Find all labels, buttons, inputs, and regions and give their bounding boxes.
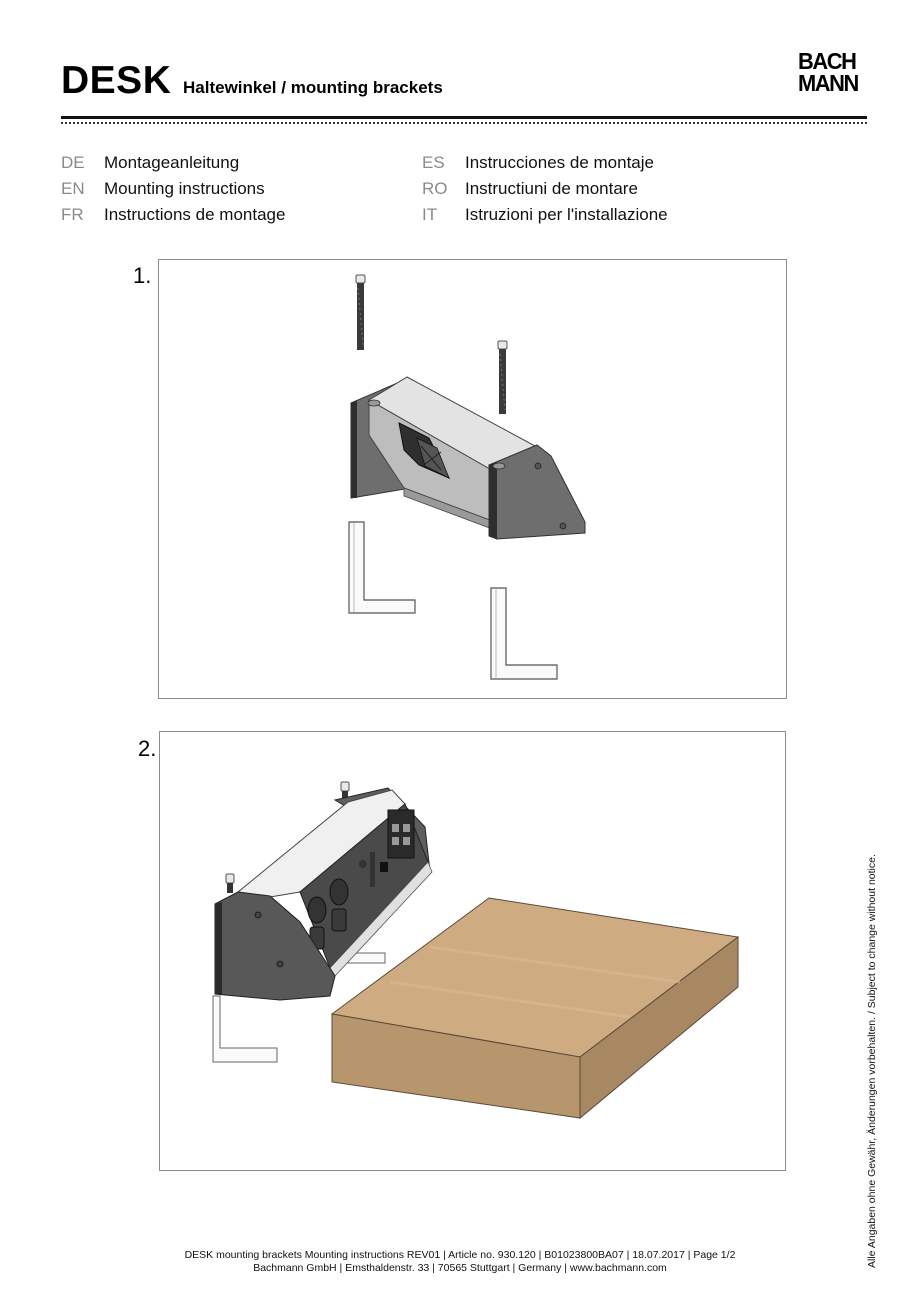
product-title: DESK	[61, 59, 172, 102]
logo-line-2: MANN	[798, 70, 859, 96]
step-1-illustration	[348, 274, 586, 680]
screw-icon	[225, 873, 235, 893]
language-code: ES	[422, 153, 445, 172]
language-title: Istruzioni per l'installazione	[465, 205, 668, 224]
language-title: Instructions de montage	[104, 205, 286, 224]
language-title: Montageanleitung	[104, 153, 240, 172]
footer-document-info: DESK mounting brackets Mounting instruct…	[184, 1249, 736, 1261]
language-code: EN	[61, 179, 85, 198]
step-1-number: 1.	[133, 263, 152, 288]
language-item-it: IT Istruzioni per l'installazione	[422, 202, 668, 228]
power-unit-icon	[214, 787, 433, 1001]
screw-icon	[497, 340, 508, 414]
language-code: RO	[422, 179, 448, 198]
screw-icon	[340, 781, 350, 801]
footer-company-address: Bachmann GmbH | Emsthaldenstr. 33 | 7056…	[253, 1261, 667, 1274]
language-item-ro: RO Instructiuni de montare	[422, 176, 668, 202]
document-subtitle: Haltewinkel / mounting brackets	[183, 78, 443, 97]
language-code: FR	[61, 205, 84, 224]
language-list-left: DE Montageanleitung EN Mounting instruct…	[61, 150, 285, 228]
disclaimer-note: Alle Angaben ohne Gewähr, Änderungen vor…	[866, 854, 878, 1268]
logo-line-1: BACH	[798, 48, 857, 74]
step-1-illustration-frame	[158, 259, 787, 699]
bachmann-logo: BACH MANN	[798, 48, 866, 96]
header-rule-dotted	[61, 122, 867, 124]
step-2-illustration-frame	[159, 731, 786, 1171]
language-list-right: ES Instrucciones de montaje RO Instructi…	[422, 150, 668, 228]
header-rule-solid	[61, 116, 867, 119]
desk-top-icon	[330, 897, 740, 1120]
step-2-illustration	[212, 781, 740, 1120]
language-item-fr: FR Instructions de montage	[61, 202, 285, 228]
power-unit-icon	[350, 376, 586, 540]
step-2-number: 2.	[138, 736, 157, 761]
screw-icon	[355, 274, 366, 350]
mounting-bracket-icon	[348, 521, 416, 614]
language-title: Instrucciones de montaje	[465, 153, 654, 172]
language-item-de: DE Montageanleitung	[61, 150, 285, 176]
mounting-bracket-icon	[212, 995, 278, 1063]
language-item-en: EN Mounting instructions	[61, 176, 285, 202]
language-code: IT	[422, 205, 438, 224]
mounting-bracket-icon	[490, 587, 558, 680]
language-item-es: ES Instrucciones de montaje	[422, 150, 668, 176]
language-code: DE	[61, 153, 85, 172]
document-footer: DESK mounting brackets Mounting instruct…	[0, 1249, 920, 1274]
language-title: Instructiuni de montare	[465, 179, 638, 198]
language-title: Mounting instructions	[104, 179, 265, 198]
